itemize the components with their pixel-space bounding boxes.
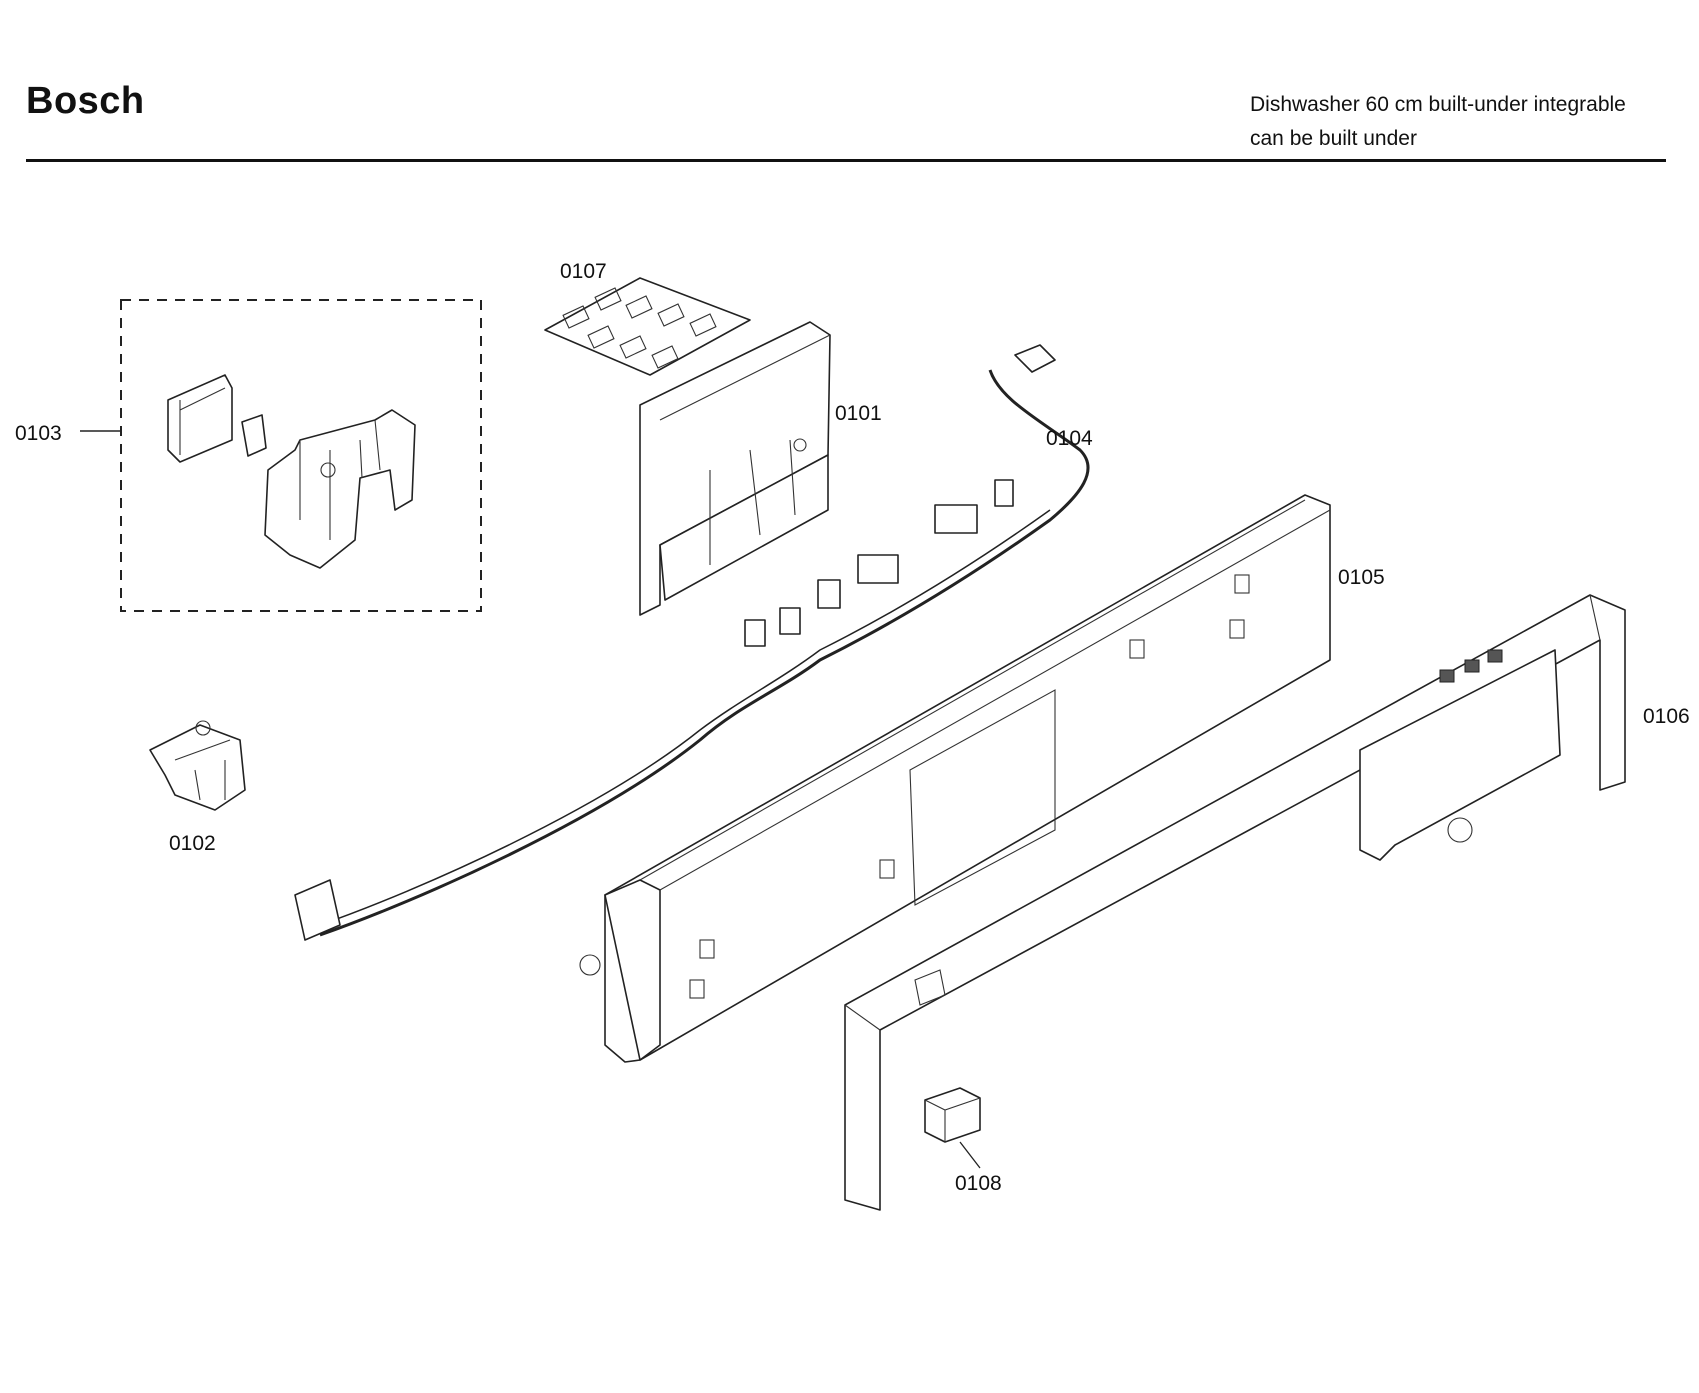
part-0106-front-fascia[interactable] — [844, 594, 1626, 1211]
part-0102-sensor-unit[interactable] — [149, 720, 246, 811]
label-0103: 0103 — [15, 422, 62, 445]
label-0107: 0107 — [560, 260, 607, 283]
leader-line-0108 — [959, 1141, 981, 1169]
part-0104-wiring-harness[interactable] — [294, 344, 1090, 941]
part-0105-panel-carrier[interactable] — [579, 494, 1331, 1063]
part-0101-control-module[interactable] — [639, 321, 831, 616]
group-outline — [120, 299, 482, 612]
label-0104: 0104 — [1046, 427, 1093, 450]
part-0103-relay-assembly[interactable] — [80, 299, 482, 612]
label-0108: 0108 — [955, 1172, 1002, 1195]
part-0107-keypad-mat[interactable] — [544, 277, 751, 376]
label-0105: 0105 — [1338, 566, 1385, 589]
description-line-2: can be built under — [1250, 127, 1417, 150]
label-0101: 0101 — [835, 402, 882, 425]
part-0108-clip[interactable] — [924, 1087, 981, 1143]
label-0102: 0102 — [169, 832, 216, 855]
header-divider — [26, 159, 1666, 162]
appliance-description: Dishwasher 60 cm built-under integrable … — [1250, 88, 1626, 156]
description-line-1: Dishwasher 60 cm built-under integrable — [1250, 93, 1626, 116]
brand-title: Bosch — [26, 80, 145, 122]
label-0106: 0106 — [1643, 705, 1690, 728]
